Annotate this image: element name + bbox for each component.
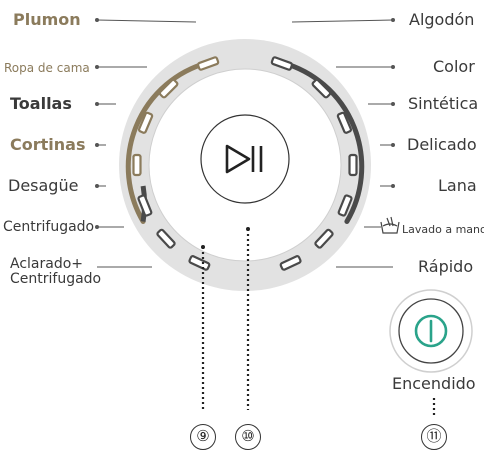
indicator-toallas <box>137 111 154 134</box>
callout-9: ⑨ <box>190 424 216 450</box>
program-plumon: Plumon <box>13 10 81 29</box>
power-button[interactable] <box>389 289 473 373</box>
program-cortinas: Cortinas <box>10 135 86 154</box>
indicator-algodon <box>270 56 294 71</box>
program-algodon: Algodón <box>409 10 475 29</box>
power-icon <box>414 314 448 348</box>
start-pause-button[interactable] <box>200 114 290 204</box>
indicator-color <box>311 78 332 99</box>
indicator-plumon <box>196 56 220 71</box>
callout-10: ⑩ <box>235 424 261 450</box>
indicator-centrifugado <box>156 228 176 249</box>
leader-line-plumon <box>96 19 197 23</box>
leader-lines <box>96 19 394 268</box>
program-delicado: Delicado <box>407 135 477 154</box>
leader-line-algodon <box>291 19 394 23</box>
program-ropa-de-cama: Ropa de cama <box>4 61 90 75</box>
indicator-cortinas <box>132 153 142 177</box>
indicator-delicado <box>348 153 358 177</box>
indicator-ropa-de-cama <box>158 78 179 99</box>
program-centrifugado: Centrifugado <box>3 219 95 235</box>
indicator-aclarado <box>188 255 211 271</box>
program-toallas: Toallas <box>10 94 72 113</box>
indicator-rapido <box>279 255 302 271</box>
program-lana: Lana <box>438 176 477 195</box>
play-pause-icon <box>225 144 263 174</box>
leader-dots <box>95 18 395 229</box>
power-label: Encendido <box>392 374 476 393</box>
program-rapido: Rápido <box>418 257 474 276</box>
special-programs-arc <box>125 60 210 224</box>
hand-wash-icon <box>380 216 400 234</box>
indicator-lavado-a-mano <box>314 228 334 249</box>
program-color: Color <box>433 57 475 76</box>
program-desague: Desagüe <box>8 176 79 195</box>
program-indicators <box>132 56 358 271</box>
indicator-sintetica <box>336 111 353 134</box>
program-lavado-a-mano: Lavado a mano <box>402 223 484 236</box>
program-sintetica: Sintética <box>408 94 479 113</box>
program-aclarado-centrifugado: Aclarado+ Centrifugado <box>10 256 102 287</box>
indicator-desague <box>137 194 153 217</box>
indicator-lana <box>337 194 353 217</box>
standard-programs-arc <box>280 60 365 224</box>
callout-11: ⑪ <box>421 424 447 450</box>
